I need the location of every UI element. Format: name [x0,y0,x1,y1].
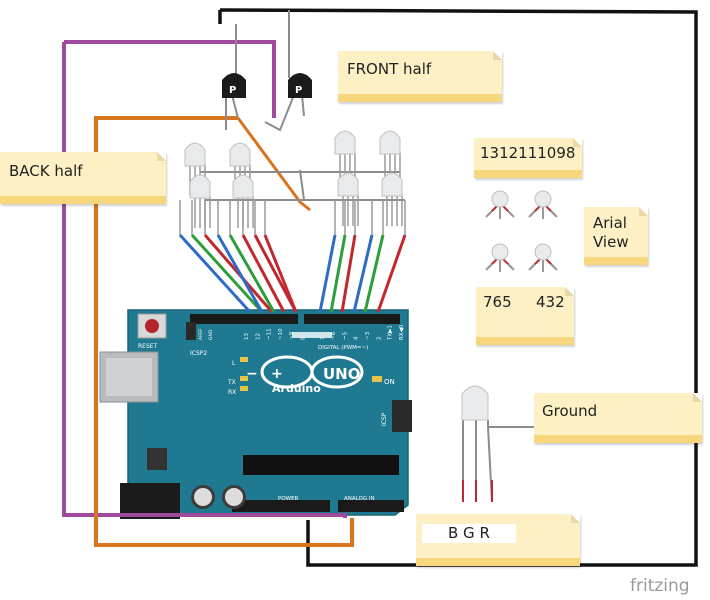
digital-pin-label: ~10 [278,328,284,340]
signal-wire [228,234,276,313]
board-name: Arduino [272,382,321,395]
digital-label: DIGITAL (PWM=~) [318,345,368,351]
analog-label: ANALOG IN [344,496,375,502]
note-bgr: B G R [416,514,580,566]
rgb-led [381,172,403,226]
digital-pin-label: TX▶1 [388,325,394,341]
digital-pin-label: 12 [255,333,261,340]
signal-wire [340,234,357,313]
mini-rgb-led [528,190,558,219]
note-arial-view-text: Arial View [593,214,629,251]
note-ground: Ground [534,393,702,443]
power-label: POWER [278,496,299,502]
digital-pin-label: 8 [301,336,307,340]
note-back-half: BACK half [0,152,166,204]
svg-text:−: − [246,366,258,382]
mini-rgb-led [485,243,515,272]
gnd-label: GND [208,329,214,340]
digital-pin-label: 4 [354,336,360,340]
digital-pin-label: 13 [244,333,250,340]
digital-pin-label: ~11 [267,328,273,340]
l-label: L [232,360,236,367]
digital-pin-label: ~9 [289,331,295,340]
transistor-right-mark: P [295,85,302,96]
rgb-leds [184,130,403,228]
signal-wire [363,234,385,313]
on-label: ON [384,378,395,386]
digital-pin-label: ~6 [331,331,337,340]
signal-wire [190,233,264,314]
digital-pin-label: ~5 [342,331,348,340]
icsp-label: ICSP [381,412,388,426]
purple-wire [62,42,347,518]
transistor-left: P [222,73,246,98]
signal-wire [329,234,347,313]
rx-label: RX [228,389,236,396]
transistor-wiring [200,10,405,201]
note-led-group-right: 432 [536,293,565,311]
note-led-numbers: 1312111098 [474,138,582,178]
rgb-led [189,174,211,228]
note-bgr-text: B G R [422,524,516,543]
tx-label: TX [227,379,236,386]
signal-wires [178,200,407,314]
aref-label: AREF [198,328,204,340]
digital-pin-label: 7 [320,336,326,340]
fritzing-watermark: fritzing [630,576,690,596]
reset-label: RESET [138,343,158,350]
signal-wire [318,234,337,313]
note-front-text: FRONT half [347,60,432,78]
rgb-led [337,172,359,226]
signal-wire [253,234,298,313]
ground-wire [218,8,698,567]
note-ground-text: Ground [542,402,598,420]
purple-wire-top [64,40,276,118]
digital-pin-label: ~3 [365,331,371,340]
icsp2-label: ICSP2 [190,350,207,357]
note-led-groups: 765 432 [476,287,574,345]
note-front-half: FRONT half [338,51,502,102]
digital-pin-label: RX◀0 [399,324,405,340]
arial-view-leds [485,190,558,272]
note-led-group-left: 765 [483,293,512,311]
note-led-numbers-text: 1312111098 [480,144,576,162]
mini-rgb-led [485,190,515,219]
signal-wire [216,234,264,313]
signal-wire [263,234,298,313]
signal-wire [352,234,374,313]
note-arial-view: Arial View [584,207,648,265]
arduino-board: − + Arduino UNO RESET DIGITAL (PWM=~) PO… [99,309,412,519]
board-model: UNO [323,365,361,383]
orange-wire-diag [236,117,311,212]
signal-wire [241,234,286,313]
note-back-text: BACK half [9,162,83,180]
digital-pin-labels: 13 12 ~11 ~10 ~9 8 7 ~6 ~5 4 ~3 2 TX▶1 RX◀0 [244,324,405,341]
signal-wire [376,234,407,313]
svg-text:+: + [271,366,283,382]
digital-pin-label: 2 [376,337,382,341]
transistor-right: P [288,73,312,98]
transistor-left-mark: P [229,85,236,96]
signal-wire [178,233,252,314]
mini-rgb-led [528,243,558,272]
orange-wire [94,116,354,547]
standalone-rgb-led [461,385,493,503]
